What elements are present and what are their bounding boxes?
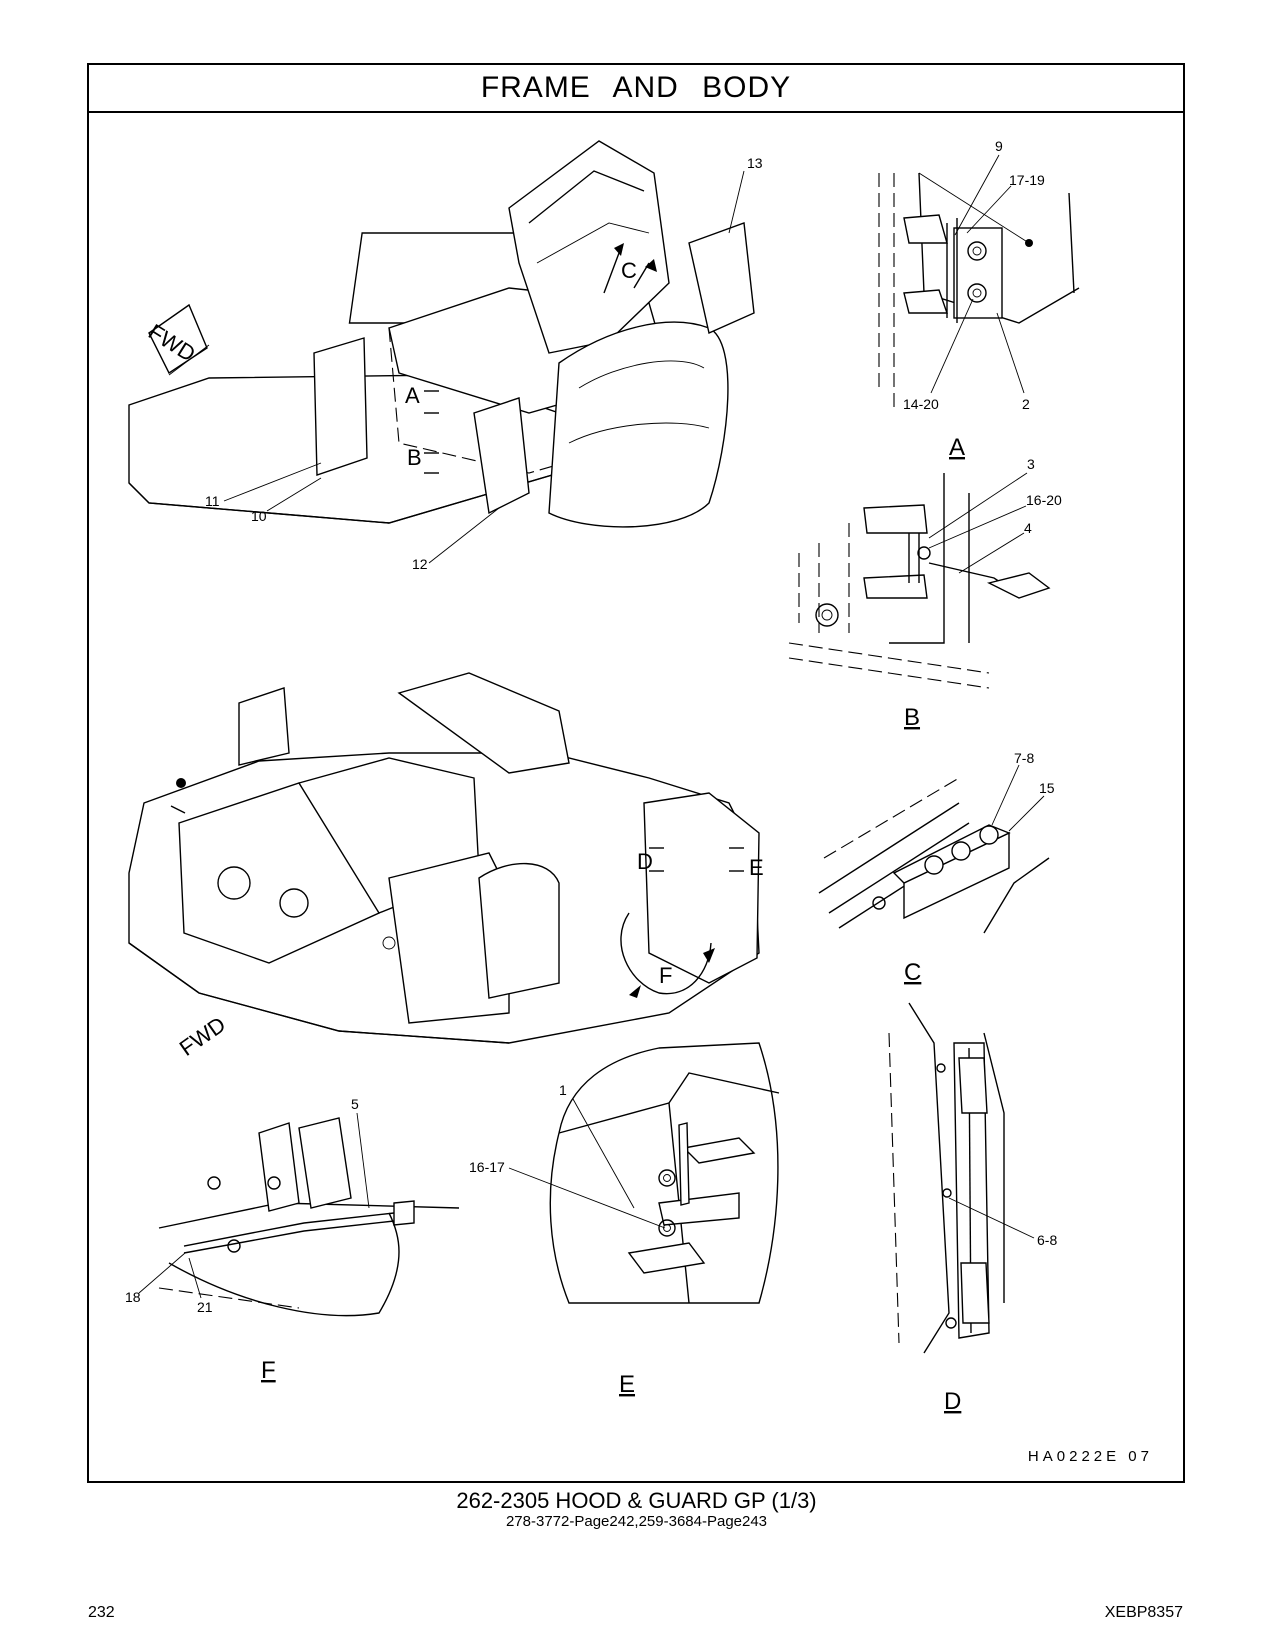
- view-marker-a-upper: A: [405, 383, 420, 408]
- view-marker-e-lower: E: [749, 855, 764, 880]
- view-marker-d-lower: D: [637, 849, 653, 874]
- view-marker-b-upper: B: [407, 445, 422, 470]
- diagram-frame: FRAME AND BODY: [87, 63, 1185, 1483]
- callout-3: 3: [1027, 456, 1035, 472]
- callout-14-20: 14-20: [903, 396, 939, 412]
- exploded-parts-illustration: FWD A B C 13 11 10 12: [89, 113, 1183, 1481]
- callout-16-20: 16-20: [1026, 492, 1062, 508]
- detail-view-e: [549, 1042, 780, 1304]
- view-marker-f-lower: F: [659, 963, 672, 988]
- fwd-arrow-lower-label: FWD: [175, 1012, 230, 1061]
- view-label-e: E: [619, 1371, 635, 1398]
- view-label-f: F: [261, 1357, 276, 1384]
- callout-13: 13: [747, 155, 763, 171]
- upper-machine-assembly: [128, 140, 755, 528]
- caption-references: 278-3772-Page242,259-3684-Page243: [505, 1513, 768, 1530]
- callout-2: 2: [1022, 396, 1030, 412]
- detail-view-c: [818, 777, 1050, 934]
- lower-machine-assembly: [128, 672, 760, 1044]
- fwd-arrow-upper-label: FWD: [144, 319, 200, 367]
- callout-17-19: 17-19: [1009, 172, 1045, 188]
- callout-18: 18: [125, 1289, 141, 1305]
- callout-5: 5: [351, 1096, 359, 1112]
- view-label-a: A: [949, 434, 965, 461]
- callout-12: 12: [412, 556, 428, 572]
- detail-view-f: [158, 1117, 460, 1317]
- view-label-d: D: [944, 1388, 961, 1415]
- caption-group-title: 262-2305 HOOD & GUARD GP (1/3): [456, 1488, 817, 1513]
- document-id: XEBP8357: [1104, 1604, 1183, 1621]
- callout-21: 21: [197, 1299, 213, 1315]
- view-label-c: C: [904, 959, 921, 986]
- callout-10: 10: [251, 508, 267, 524]
- detail-view-a: [878, 172, 1080, 413]
- view-label-b: B: [904, 704, 920, 731]
- callout-15: 15: [1039, 780, 1055, 796]
- page-title: FRAME AND BODY: [89, 65, 1183, 113]
- view-marker-c-upper: C: [621, 258, 637, 283]
- detail-view-b: [788, 473, 1051, 689]
- page-number: 232: [88, 1604, 115, 1621]
- callout-1: 1: [559, 1082, 567, 1098]
- callout-11: 11: [205, 493, 220, 509]
- callout-6-8: 6-8: [1037, 1232, 1057, 1248]
- callout-16-17: 16-17: [469, 1159, 505, 1175]
- detail-view-d: [888, 1002, 1005, 1354]
- callout-9: 9: [995, 138, 1003, 154]
- callout-4: 4: [1024, 520, 1032, 536]
- callout-7-8: 7-8: [1014, 750, 1034, 766]
- figure-code: HA0222E 07: [1027, 1448, 1153, 1465]
